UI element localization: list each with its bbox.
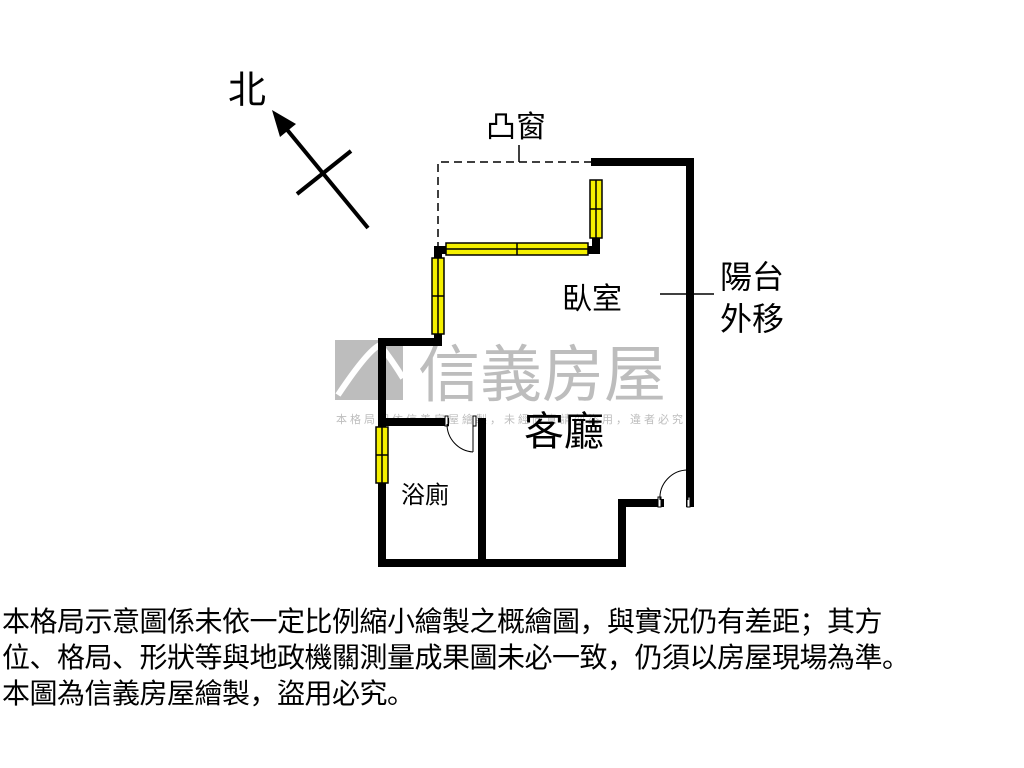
bedroom-label: 臥室 xyxy=(562,282,622,317)
bathroom-door-icon xyxy=(444,415,477,453)
bay-window-outline xyxy=(437,145,594,250)
balcony-note-line1: 陽台 xyxy=(720,258,784,296)
entrance-door-icon xyxy=(657,469,691,508)
bay-window-label: 凸窗 xyxy=(486,110,546,145)
watermark-brand: 信義房屋 xyxy=(418,338,666,411)
disclaimer: 本格局示意圖係未依一定比例縮小繪製之概繪圖，與實況仍有差距；其方 位、格局、形狀… xyxy=(2,604,1022,712)
floor-plan: 信義房屋 本格局圖依信義房屋繪製，未經同意請勿盜用，違者必究 北 凸窗 xyxy=(228,68,784,567)
disclaimer-line3: 本圖為信義房屋繪製，盜用必究。 xyxy=(2,677,415,710)
watermark: 信義房屋 本格局圖依信義房屋繪製，未經同意請勿盜用，違者必究 xyxy=(335,338,683,426)
disclaimer-line1: 本格局示意圖係未依一定比例縮小繪製之概繪圖，與實況仍有差距；其方 xyxy=(2,605,883,638)
windows xyxy=(375,179,603,484)
north-arrow-icon xyxy=(272,110,370,230)
north-label: 北 xyxy=(228,68,266,112)
brand-logo-icon xyxy=(335,340,403,400)
bathroom-label: 浴廁 xyxy=(401,481,449,509)
disclaimer-line2: 位、格局、形狀等與地政機關測量成果圖未必一致，仍須以房屋現場為準。 xyxy=(2,641,910,674)
balcony-note-line2: 外移 xyxy=(720,300,784,338)
living-room-label: 客廳 xyxy=(524,409,604,455)
